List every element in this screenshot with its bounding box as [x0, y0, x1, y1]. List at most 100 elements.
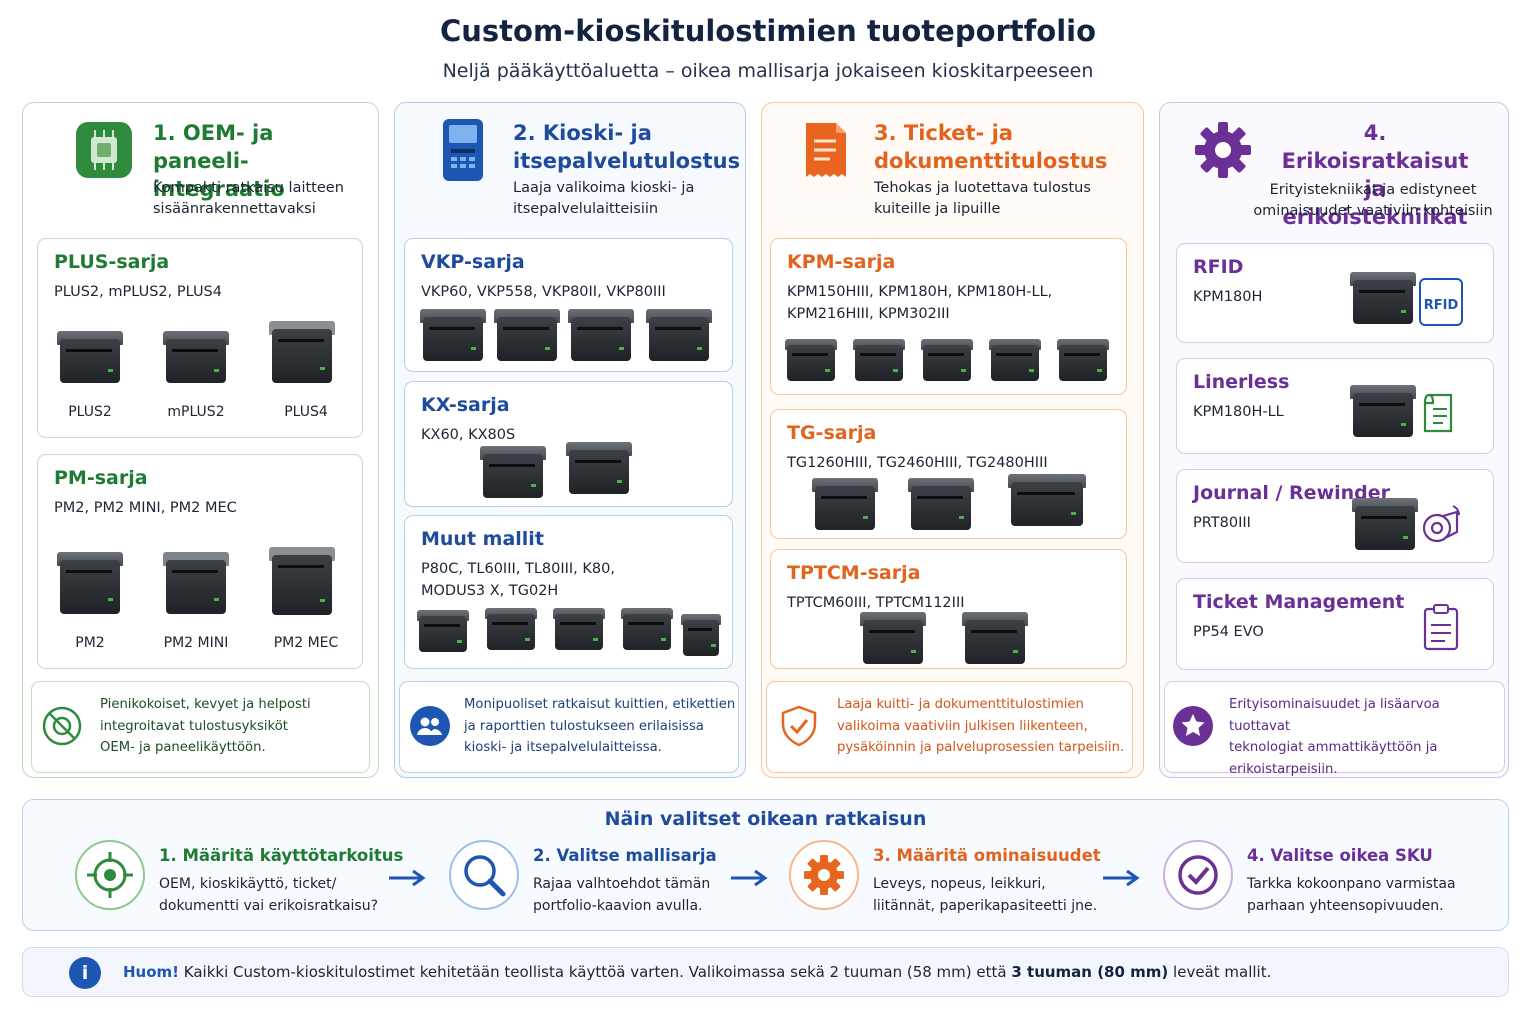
- printer-image: [809, 476, 881, 534]
- page-subtitle: Neljä pääkäyttöaluetta – oikea mallisarj…: [442, 60, 1094, 82]
- series-name: TG-sarja: [787, 422, 877, 444]
- card-rfid[interactable]: RFID KPM180H RFID: [1176, 243, 1494, 343]
- printer-image: [266, 319, 338, 387]
- card-plus-series[interactable]: PLUS-sarja PLUS2, mPLUS2, PLUS4 PLUS2 mP…: [37, 238, 363, 438]
- model-label: PM2 MEC: [273, 635, 339, 651]
- card-other-models[interactable]: Muut mallit P80C, TL60III, TL80III, K80,…: [404, 515, 733, 669]
- gear-icon: [789, 840, 859, 910]
- series-models: PM2, PM2 MINI, PM2 MEC: [54, 500, 237, 516]
- printer-image: [959, 610, 1031, 668]
- document-icon: [806, 123, 846, 177]
- series-name: KPM-sarja: [787, 251, 896, 273]
- printer-image: [1055, 337, 1111, 383]
- series-models: P80C, TL60III, TL80III, K80,MODUS3 X, TG…: [421, 561, 615, 599]
- note-banner: i Huom! Kaikki Custom-kioskitulostimet k…: [22, 947, 1509, 997]
- series-name: Ticket Management: [1193, 591, 1405, 613]
- series-name: Linerless: [1193, 371, 1290, 393]
- card-kpm-series[interactable]: KPM-sarja KPM150HIII, KPM180H, KPM180H-L…: [770, 238, 1127, 395]
- printer-image: [563, 440, 635, 498]
- step-description: Leveys, nopeus, leikkuri,liitännät, pape…: [873, 876, 1098, 914]
- printer-image: [1347, 383, 1419, 441]
- series-models: PRT80III: [1193, 515, 1251, 531]
- card-tptcm-series[interactable]: TPTCM-sarja TPTCM60III, TPTCM112III: [770, 549, 1127, 669]
- printer-image: [477, 444, 549, 502]
- printer-image: [905, 476, 977, 534]
- model-label: PM2: [75, 635, 105, 651]
- printer-image: [491, 307, 563, 365]
- printer-image: [987, 337, 1043, 383]
- target-icon: [75, 840, 145, 910]
- step-3: 3. Määritä ominaisuudet Leveys, nopeus, …: [789, 840, 1119, 920]
- circuit-board-icon: [76, 122, 132, 178]
- step-title: 1. Määritä käyttötarkoitus: [159, 846, 404, 865]
- model-label: PLUS2: [68, 404, 112, 420]
- page-title: Custom-kioskitulostimien tuoteportfolio: [439, 14, 1097, 48]
- printer-image: [551, 606, 607, 652]
- selection-guide: Näin valitset oikean ratkaisun 1. Määrit…: [22, 799, 1509, 931]
- card-journal-rewinder[interactable]: Journal / Rewinder PRT80III: [1176, 469, 1494, 563]
- card-pm-series[interactable]: PM-sarja PM2, PM2 MINI, PM2 MEC PM2 PM2 …: [37, 454, 363, 669]
- series-models: KX60, KX80S: [421, 427, 516, 443]
- step-2: 2. Valitse mallisarja Rajaa valhtoehdot …: [449, 840, 739, 920]
- rfid-icon: RFID: [1419, 278, 1463, 326]
- check-circle-icon: [1163, 840, 1233, 910]
- printer-image: [643, 307, 715, 365]
- arrow-right-icon: [1103, 869, 1140, 887]
- arrow-right-icon: [389, 869, 426, 887]
- series-name: PLUS-sarja: [54, 251, 170, 273]
- card-vkp-series[interactable]: VKP-sarja VKP60, VKP558, VKP80II, VKP80I…: [404, 238, 733, 372]
- gear-icon: [1195, 122, 1251, 178]
- note-text: Huom! Kaikki Custom-kioskitulostimet keh…: [123, 963, 1272, 981]
- printer-image: [160, 550, 232, 618]
- series-models: PP54 EVO: [1193, 624, 1264, 640]
- series-name: RFID: [1193, 256, 1244, 278]
- series-name: VKP-sarja: [421, 251, 525, 273]
- magnifier-icon: [449, 840, 519, 910]
- series-name: TPTCM-sarja: [787, 562, 921, 584]
- printer-image: [783, 337, 839, 383]
- series-name: Journal / Rewinder: [1193, 482, 1391, 504]
- arrow-right-icon: [731, 869, 768, 887]
- series-models: KPM180H-LL: [1193, 404, 1284, 420]
- series-name: KX-sarja: [421, 394, 510, 416]
- printer-image: [679, 612, 723, 658]
- card-kx-series[interactable]: KX-sarja KX60, KX80S: [404, 381, 733, 507]
- card-tg-series[interactable]: TG-sarja TG1260HIII, TG2460HIII, TG2480H…: [770, 409, 1127, 539]
- printer-image: [415, 608, 471, 654]
- printer-image: [54, 329, 126, 387]
- target-icon: [42, 706, 82, 746]
- card-linerless[interactable]: Linerless KPM180H-LL: [1176, 358, 1494, 454]
- printer-image: [619, 606, 675, 652]
- printer-image: [483, 606, 539, 652]
- model-label: mPLUS2: [167, 404, 225, 420]
- receipt-roll-icon: [1423, 393, 1453, 433]
- printer-image: [54, 550, 126, 618]
- rewinder-icon: [1422, 505, 1460, 543]
- printer-image: [417, 307, 489, 365]
- shield-check-icon: [781, 705, 817, 747]
- series-models: PLUS2, mPLUS2, PLUS4: [54, 284, 222, 300]
- card-ticket-management[interactable]: Ticket Management PP54 EVO: [1176, 578, 1494, 670]
- column-summary: Monipuoliset ratkaisut kuittien, etikett…: [399, 681, 739, 773]
- step-title: 4. Valitse oikea SKU: [1247, 846, 1433, 865]
- series-models: KPM150HIII, KPM180H, KPM180H-LL,KPM216HI…: [787, 284, 1053, 322]
- series-models: KPM180H: [1193, 289, 1263, 305]
- printer-image: [1347, 270, 1419, 328]
- printer-image: [1349, 496, 1421, 554]
- printer-image: [266, 545, 338, 619]
- printer-image: [851, 337, 907, 383]
